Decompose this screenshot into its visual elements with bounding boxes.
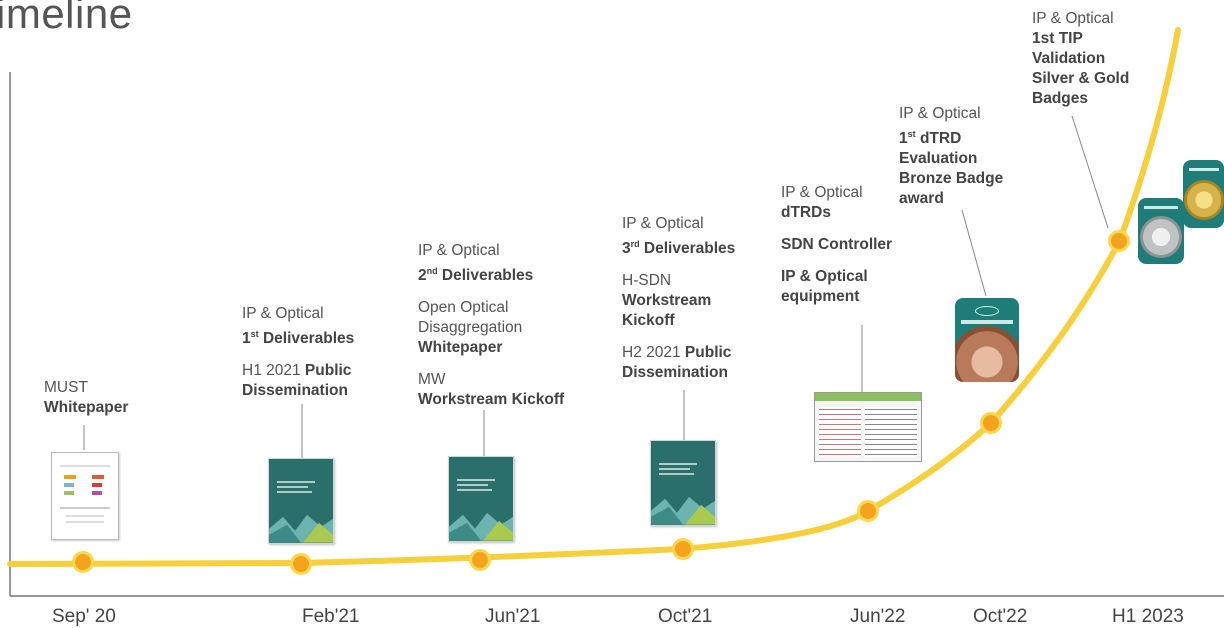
milestone-dots xyxy=(72,230,1130,575)
date-label-7: H1 2023 xyxy=(1112,606,1184,627)
milestone-label-5: IP & Optical dTRDs SDN Controller IP & O… xyxy=(781,183,892,307)
leader-line-7 xyxy=(1071,115,1109,229)
milestone-label-2-line1: IP & Optical xyxy=(242,305,324,322)
milestone-label-4-line5: Kickoff xyxy=(622,312,675,330)
milestone-label-4-line7: Dissemination xyxy=(622,364,728,382)
deliverable-doc-thumbnail-2 xyxy=(448,456,514,542)
silver-medal-icon xyxy=(1140,216,1182,258)
milestone-label-4-line6b: Public xyxy=(684,344,732,362)
milestone-label-4-deliv: Deliverables xyxy=(639,240,736,258)
milestone-label-6-line5: award xyxy=(899,190,944,208)
milestone-dot-4 xyxy=(672,538,694,560)
milestone-label-6-dtrd: dTRD xyxy=(915,130,962,148)
milestone-label-1-line1: MUST xyxy=(44,379,88,396)
date-label-1: Sep' 20 xyxy=(52,606,116,627)
milestone-label-3-line1: IP & Optical xyxy=(418,242,500,259)
milestone-label-6: IP & Optical 1st dTRD Evaluation Bronze … xyxy=(899,104,1003,209)
growth-curve xyxy=(7,27,1181,567)
tip-badge-bronze xyxy=(955,298,1019,382)
milestone-label-3-line3: Open Optical xyxy=(418,299,509,317)
milestone-label-1-line2: Whitepaper xyxy=(44,399,129,416)
milestone-label-6-line3: Evaluation xyxy=(899,150,978,168)
milestone-label-4-line6: H2 2021 xyxy=(622,344,685,362)
date-label-3: Jun'21 xyxy=(485,606,541,627)
milestone-label-7-line5: Badges xyxy=(1032,90,1088,107)
gold-medal-icon xyxy=(1184,180,1224,220)
milestone-label-6-num: 1 xyxy=(899,130,908,148)
leader-line-6 xyxy=(961,209,987,297)
milestone-label-1: MUST Whitepaper xyxy=(44,378,128,418)
milestone-label-5-line4: IP & Optical xyxy=(781,268,868,285)
milestone-label-5-line3: SDN Controller xyxy=(781,236,893,253)
milestone-label-2-line3b: Public xyxy=(304,362,352,380)
milestone-label-7-line2: 1st TIP xyxy=(1032,30,1083,47)
milestone-dot-2 xyxy=(290,553,312,575)
tip-badge-gold xyxy=(1183,160,1224,228)
milestone-label-6-sup: st xyxy=(907,129,916,139)
milestone-label-2-num: 1 xyxy=(242,330,251,348)
milestone-dot-5 xyxy=(857,500,879,522)
milestone-label-6-line1: IP & Optical xyxy=(899,105,981,122)
date-label-5: Jun'22 xyxy=(850,606,906,627)
milestone-label-2-line4: Dissemination xyxy=(242,382,348,400)
milestone-label-3-deliv: Deliverables xyxy=(437,267,534,285)
milestone-label-3-sup: nd xyxy=(426,266,438,276)
deliverable-doc-thumbnail-1 xyxy=(268,458,334,544)
milestone-label-5-line5: equipment xyxy=(781,288,860,305)
milestone-label-4-num: 3 xyxy=(622,240,631,258)
milestone-label-4-line3: H-SDN xyxy=(622,272,672,290)
milestone-label-2: IP & Optical 1st Deliverables H1 2021 Pu… xyxy=(242,304,354,401)
date-label-2: Feb'21 xyxy=(302,606,360,627)
milestone-label-7-line4: Silver & Gold xyxy=(1032,70,1130,87)
milestone-label-3-num: 2 xyxy=(418,267,427,285)
milestone-dot-7 xyxy=(1108,230,1130,252)
milestone-label-2-deliv: Deliverables xyxy=(258,330,355,348)
milestone-label-6-line4: Bronze Badge xyxy=(899,170,1004,188)
milestone-label-3-line6: MW xyxy=(418,371,446,389)
leader-lines xyxy=(83,115,1109,458)
page-title: imeline xyxy=(0,0,133,37)
milestone-label-2-line3: H1 2021 xyxy=(242,362,305,380)
milestone-label-3: IP & Optical 2nd Deliverables Open Optic… xyxy=(418,241,564,410)
milestone-label-7: IP & Optical 1st TIP Validation Silver &… xyxy=(1032,9,1129,109)
milestone-dot-3 xyxy=(469,549,491,571)
milestone-label-2-sup: st xyxy=(250,329,259,339)
deliverable-doc-thumbnail-3 xyxy=(650,440,716,526)
date-label-6: Oct'22 xyxy=(973,606,1028,627)
tip-badge-silver xyxy=(1138,198,1184,264)
milestone-label-3-line4: Disaggregation xyxy=(418,319,523,337)
milestone-label-7-line1: IP & Optical xyxy=(1032,10,1114,27)
whitepaper-thumbnail xyxy=(51,452,119,540)
milestone-dot-6 xyxy=(980,412,1002,434)
dtrd-sheet-thumbnail xyxy=(814,392,922,462)
milestone-label-5-line1: IP & Optical xyxy=(781,184,863,201)
milestone-label-4-line1: IP & Optical xyxy=(622,215,704,232)
milestone-label-4-sup: rd xyxy=(630,239,640,249)
bronze-medal-icon xyxy=(955,326,1019,382)
milestone-label-7-line3: Validation xyxy=(1032,50,1106,67)
milestone-label-4-line4: Workstream xyxy=(622,292,712,310)
milestone-label-3-line7: Workstream Kickoff xyxy=(418,391,565,409)
milestone-label-4: IP & Optical 3rd Deliverables H-SDN Work… xyxy=(622,214,735,383)
date-label-4: Oct'21 xyxy=(658,606,713,627)
milestone-label-3-line5: Whitepaper xyxy=(418,339,503,357)
milestone-label-5-line2: dTRDs xyxy=(781,204,831,221)
milestone-dot-1 xyxy=(72,551,94,573)
